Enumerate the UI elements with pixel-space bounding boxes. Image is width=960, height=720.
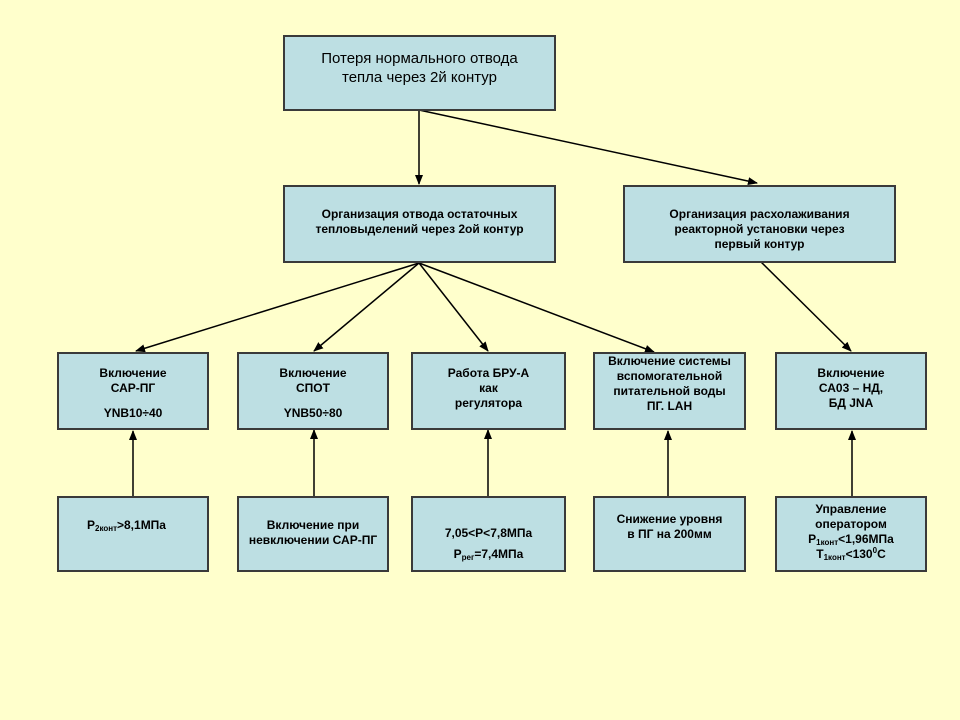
condition-p1: P1конт<1,96МПа [808,532,894,547]
action-sa03-line3: БД JNA [828,396,874,410]
root-title-line1: Потеря нормального отвода [321,50,518,67]
residual-heat-removal-box: Организация отвода остаточных тепловыдел… [283,185,556,263]
condition-t1: T1конт<1300С [816,546,886,562]
condition-sar-pg-fail-line1: Включение при [266,518,360,532]
arrow-to-lah [418,262,655,353]
action-lah-line2: вспомогательной [616,369,723,383]
action-sar-pg-code: YNB10÷40 [103,406,163,420]
action-lah-line4: ПГ. LAH [646,399,693,413]
action-spot-line2: СПОТ [296,381,330,395]
cooldown-line3: первый контур [714,237,805,251]
action-sa03-box: Включение СА03 – НД, БД JNA [775,352,927,430]
action-spot-line1: Включение [279,366,347,380]
action-lah-line3: питательной воды [613,384,726,398]
condition-level-drop-box: Снижение уровня в ПГ на 200мм [593,496,746,572]
arrow-to-bru-a [418,262,489,352]
action-sar-pg-line1: Включение [99,366,167,380]
cooldown-line2: реакторной установки через [674,222,845,236]
arrow-to-sar-pg [135,262,420,353]
arrow-to-spot [313,262,420,352]
condition-operator-line2: оператором [815,517,887,531]
condition-sar-pg-fail-box: Включение при невключении САР-ПГ [237,496,389,572]
action-spot-box: Включение СПОТ YNB50÷80 [237,352,389,430]
arrow-to-sa03 [759,260,852,352]
action-bru-a-line3: регулятора [454,396,523,410]
action-bru-a-line1: Работа БРУ-А [447,366,530,380]
root-event-box: Потеря нормального отвода тепла через 2й… [283,35,556,111]
condition-pressure-range: 7,05<P<7,8МПа [444,526,533,540]
condition-p2-text: P2конт>8,1МПа [87,518,166,533]
cooldown-line1: Организация расхолаживания [669,207,850,221]
condition-level-drop-line1: Снижение уровня [616,512,723,526]
condition-operator-box: Управление оператором P1конт<1,96МПа T1к… [775,496,927,572]
cooldown-primary-box: Организация расхолаживания реакторной ус… [623,185,896,263]
action-lah-line1: Включение системы [608,354,731,368]
action-sa03-line1: Включение [817,366,885,380]
action-sar-pg-line2: САР-ПГ [110,381,156,395]
condition-pressure-range-box: 7,05<P<7,8МПа Pрег=7,4МПа [411,496,566,572]
condition-preg: Pрег=7,4МПа [453,547,524,562]
action-sar-pg-box: Включение САР-ПГ YNB10÷40 [57,352,209,430]
condition-level-drop-line2: в ПГ на 200мм [627,527,712,541]
condition-sar-pg-fail-line2: невключении САР-ПГ [248,533,378,547]
action-bru-a-box: Работа БРУ-А как регулятора [411,352,566,430]
action-sa03-line2: СА03 – НД, [818,381,884,395]
action-lah-box: Включение системы вспомогательной питате… [593,352,746,430]
action-bru-a-line2: как [479,381,498,395]
arrow-root-to-cooldown [418,109,758,186]
residual-heat-line2: тепловыделений через 2ой контур [315,222,524,236]
action-spot-code: YNB50÷80 [283,406,343,420]
condition-operator-line1: Управление [815,502,887,516]
condition-p2-box: P2конт>8,1МПа [57,496,209,572]
residual-heat-line1: Организация отвода остаточных [321,207,518,221]
root-title-line2: тепла через 2й контур [342,69,497,86]
